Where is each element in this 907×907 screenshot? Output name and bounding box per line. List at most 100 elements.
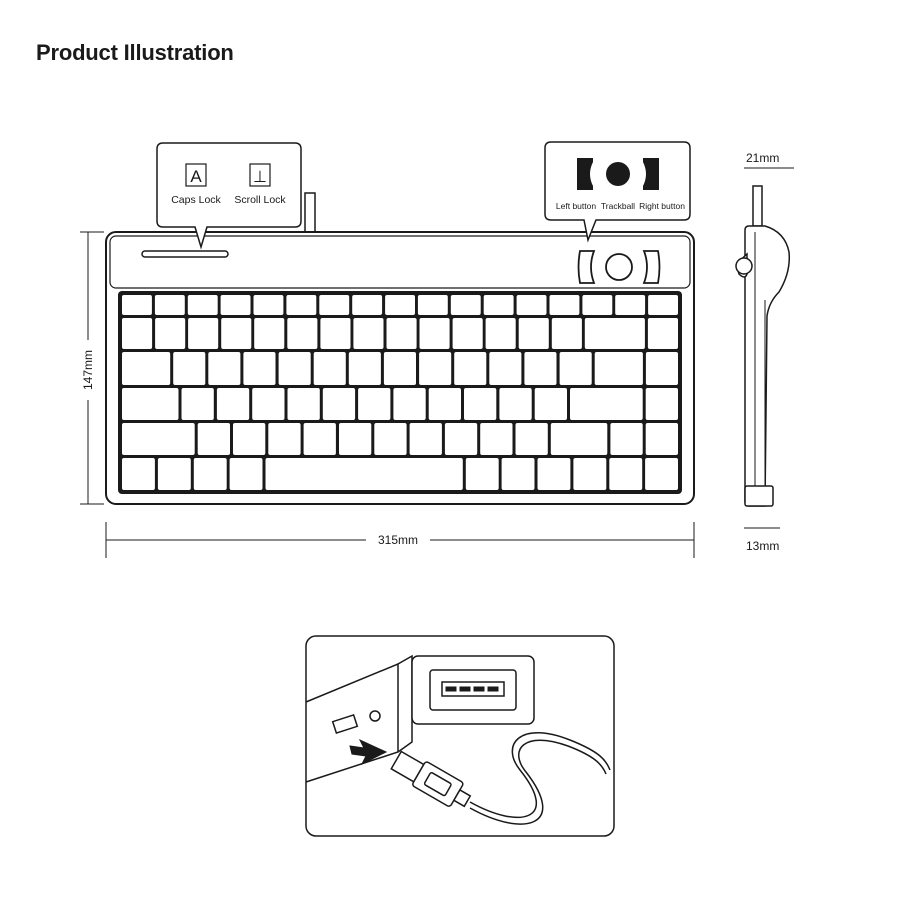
key [393,388,425,420]
key [353,318,383,349]
key [464,388,496,420]
trackball-label: Trackball [601,201,635,211]
key [453,318,483,349]
key [173,352,205,385]
mouse-buttons-callout: Left button Trackball Right button [545,142,690,240]
height-dimension-label: 147mm [81,350,95,390]
key [339,423,371,455]
key [188,318,218,349]
key [374,423,406,455]
scroll-lock-glyph: ⊥ [253,169,267,186]
key [286,295,316,315]
keyboard-left-mouse-button [579,251,595,283]
key [646,352,678,385]
key [489,352,521,385]
key [182,388,214,420]
key [645,458,678,490]
key [486,318,516,349]
key [243,352,275,385]
key [155,295,185,315]
key [445,423,477,455]
key [573,458,606,490]
key [484,295,514,315]
side-cable [753,186,762,226]
key [254,295,284,315]
key [429,388,461,420]
key [519,318,549,349]
left-button-label: Left button [556,201,596,211]
key [279,352,311,385]
key [646,423,678,455]
key [550,295,580,315]
key [517,295,547,315]
key [387,318,417,349]
key [466,458,499,490]
key [358,388,390,420]
key [418,295,448,315]
key [480,423,512,455]
right-button-label: Right button [639,201,685,211]
key [516,423,548,455]
key [323,388,355,420]
key [314,352,346,385]
key [304,423,336,455]
key [122,295,152,315]
key [585,318,645,349]
key [535,388,567,420]
key [551,423,608,455]
side-bottom-dimension-label: 13mm [746,539,779,553]
key [221,318,251,349]
keyboard-side-view [736,168,794,528]
key [451,295,481,315]
key [420,318,450,349]
key [646,388,678,420]
key [254,318,284,349]
keyboard-right-mouse-button [644,251,660,283]
key [582,295,612,315]
keyboard-cable [305,193,315,235]
key [198,423,230,455]
key [352,295,382,315]
key [609,458,642,490]
key [320,318,350,349]
key [319,295,349,315]
key [122,458,155,490]
key [122,318,152,349]
key [188,295,218,315]
key [288,388,320,420]
key [230,458,263,490]
key [499,388,531,420]
key [560,352,592,385]
keyboard-trackball-icon [606,254,632,280]
key [419,352,451,385]
key [233,423,265,455]
key [502,458,535,490]
key [194,458,227,490]
key [410,423,442,455]
key [610,423,642,455]
keyboard-top-view [106,193,694,504]
key [122,352,170,385]
key [158,458,191,490]
key [122,423,195,455]
key [570,388,643,420]
key [552,318,582,349]
caps-lock-label: Caps Lock [171,194,221,206]
key [538,458,571,490]
key [648,295,678,315]
key [155,318,185,349]
key [648,318,678,349]
key [384,352,416,385]
key [287,318,317,349]
key [454,352,486,385]
key [524,352,556,385]
key [595,352,643,385]
key [349,352,381,385]
key [252,388,284,420]
key [385,295,415,315]
key [266,458,463,490]
key [615,295,645,315]
usb-connection-panel [306,636,614,836]
key [122,388,179,420]
